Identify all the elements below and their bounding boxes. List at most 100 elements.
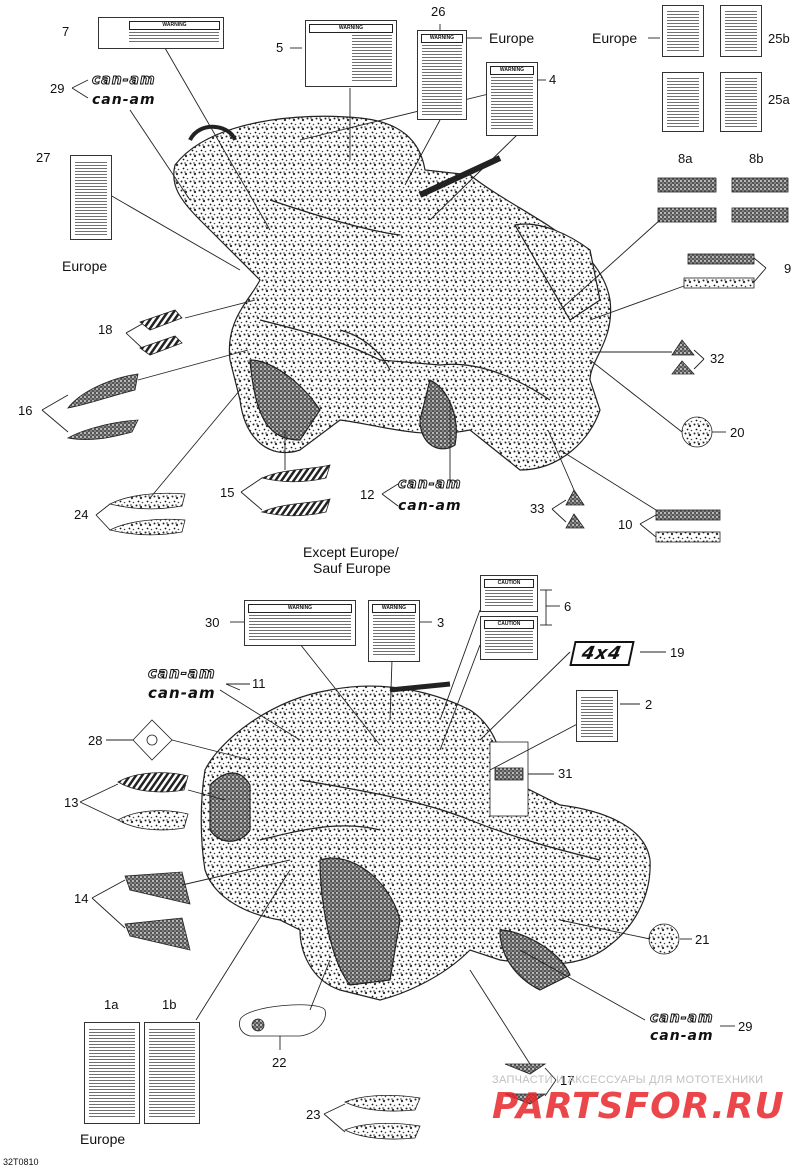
decal-13-lower — [117, 810, 189, 831]
watermark-logo: PARTSFOR.RU — [492, 1086, 785, 1127]
decal-30-warning: WARNING — [244, 600, 356, 646]
decal-6-caution-upper: CAUTION — [480, 575, 538, 612]
decal-2-label — [576, 690, 618, 742]
callout-25b: 25b — [768, 31, 790, 46]
decal-18-upper — [139, 309, 183, 331]
callout-32: 32 — [710, 351, 725, 366]
callout-23: 23 — [306, 1107, 321, 1122]
callout-14: 14 — [74, 891, 89, 906]
decal-18-lower — [139, 335, 183, 356]
callout-31: 31 — [558, 766, 573, 781]
decal-24-lower — [108, 518, 186, 536]
decal-shapes — [66, 177, 789, 1140]
callout-28: 28 — [88, 733, 103, 748]
decal-10-lower — [655, 531, 721, 543]
atv-front-view — [173, 115, 612, 471]
callout-26: 26 — [431, 4, 446, 19]
decal-14-upper — [124, 871, 191, 905]
decal-29a-lower: can-am — [92, 92, 156, 108]
decal-21-emblem — [648, 923, 680, 955]
decal-20-emblem — [681, 416, 713, 448]
decal-17-upper — [504, 1063, 547, 1075]
note-except-europe-1: Except Europe/ — [303, 544, 399, 560]
decal-12-lower: can-am — [398, 498, 462, 514]
decal-13-upper — [117, 772, 189, 793]
decal-6-lower-header: CAUTION — [484, 620, 534, 629]
decal-19-4x4: 4x4 — [569, 641, 635, 666]
decal-15-lower — [260, 498, 331, 517]
watermark-tagline: ЗАПЧАСТИ И АКСЕССУАРЫ ДЛЯ МОТОТЕХНИКИ — [492, 1074, 764, 1086]
decal-1a-label — [84, 1022, 140, 1124]
callout-2: 2 — [645, 697, 653, 712]
callout-21: 21 — [695, 932, 710, 947]
decal-23-upper — [344, 1094, 421, 1112]
decal-29a-upper: can-am — [92, 72, 156, 89]
decal-16-lower — [66, 419, 139, 440]
decal-7-header: WARNING — [129, 21, 220, 30]
callout-8b: 8b — [749, 151, 764, 166]
decal-5-warning: WARNING — [305, 20, 397, 87]
callout-6: 6 — [564, 599, 572, 614]
decal-3-header: WARNING — [372, 604, 416, 613]
decal-26-warning: WARNING — [417, 30, 467, 120]
callout-12: 12 — [360, 487, 375, 502]
decal-7-warning: WARNING — [98, 17, 224, 49]
decal-17-lower — [504, 1093, 547, 1105]
decal-25b-left — [662, 5, 704, 57]
callout-15: 15 — [220, 485, 235, 500]
decal-25a-right — [720, 72, 762, 132]
drawing-code: 32T0810 — [3, 1157, 39, 1167]
decal-4-header: WARNING — [490, 66, 534, 75]
decal-33-upper — [565, 489, 585, 506]
decal-4-warning: WARNING — [486, 62, 538, 136]
decal-33-lower — [565, 513, 585, 529]
decal-23-lower — [344, 1122, 421, 1140]
callout-1b: 1b — [162, 997, 177, 1012]
callout-19: 19 — [670, 645, 685, 660]
callout-3: 3 — [437, 615, 445, 630]
decal-6-caution-lower: CAUTION — [480, 616, 538, 660]
callout-7: 7 — [62, 24, 70, 39]
decal-22-outline — [239, 1004, 326, 1037]
callout-30: 30 — [205, 615, 220, 630]
callout-11: 11 — [252, 676, 266, 691]
decal-32-upper — [671, 339, 695, 356]
callout-25a: 25a — [768, 92, 790, 107]
callout-20: 20 — [730, 425, 745, 440]
decal-27-label — [70, 155, 112, 240]
callout-29-top: 29 — [50, 81, 65, 96]
leader-lines — [41, 24, 767, 1133]
callout-27: 27 — [36, 150, 51, 165]
callout-24: 24 — [74, 507, 89, 522]
decal-30-header: WARNING — [248, 604, 352, 613]
callout-18: 18 — [98, 322, 113, 337]
note-europe-27: Europe — [62, 258, 108, 274]
callout-29-bottom: 29 — [738, 1019, 753, 1034]
callout-5: 5 — [276, 40, 284, 55]
decal-25a-left — [662, 72, 704, 132]
decal-29b-upper: can-am — [650, 1010, 714, 1027]
callout-16: 16 — [18, 403, 33, 418]
decal-16-upper — [67, 373, 139, 409]
atv-rear-view — [200, 681, 651, 1001]
decal-8b-upper — [731, 177, 789, 193]
decal-24-upper — [108, 492, 186, 510]
decal-12-upper: can-am — [398, 476, 462, 493]
decal-28-diamond — [132, 719, 173, 761]
decal-10-upper — [655, 509, 721, 521]
decal-29b-lower: can-am — [650, 1028, 714, 1044]
decal-15-upper — [260, 464, 331, 483]
decal-11-lower: can-am — [148, 684, 216, 702]
decal-3-warning: WARNING — [368, 600, 420, 662]
note-europe-1: Europe — [80, 1131, 126, 1147]
decal-8a-upper — [657, 177, 717, 193]
decal-32-lower — [671, 360, 695, 375]
callout-22: 22 — [272, 1055, 287, 1070]
callout-1a: 1a — [104, 997, 119, 1012]
decal-5-header: WARNING — [309, 24, 393, 33]
decal-9-lower — [683, 277, 755, 289]
callout-13: 13 — [64, 795, 79, 810]
callout-10: 10 — [618, 517, 633, 532]
decal-14-lower — [124, 917, 191, 951]
